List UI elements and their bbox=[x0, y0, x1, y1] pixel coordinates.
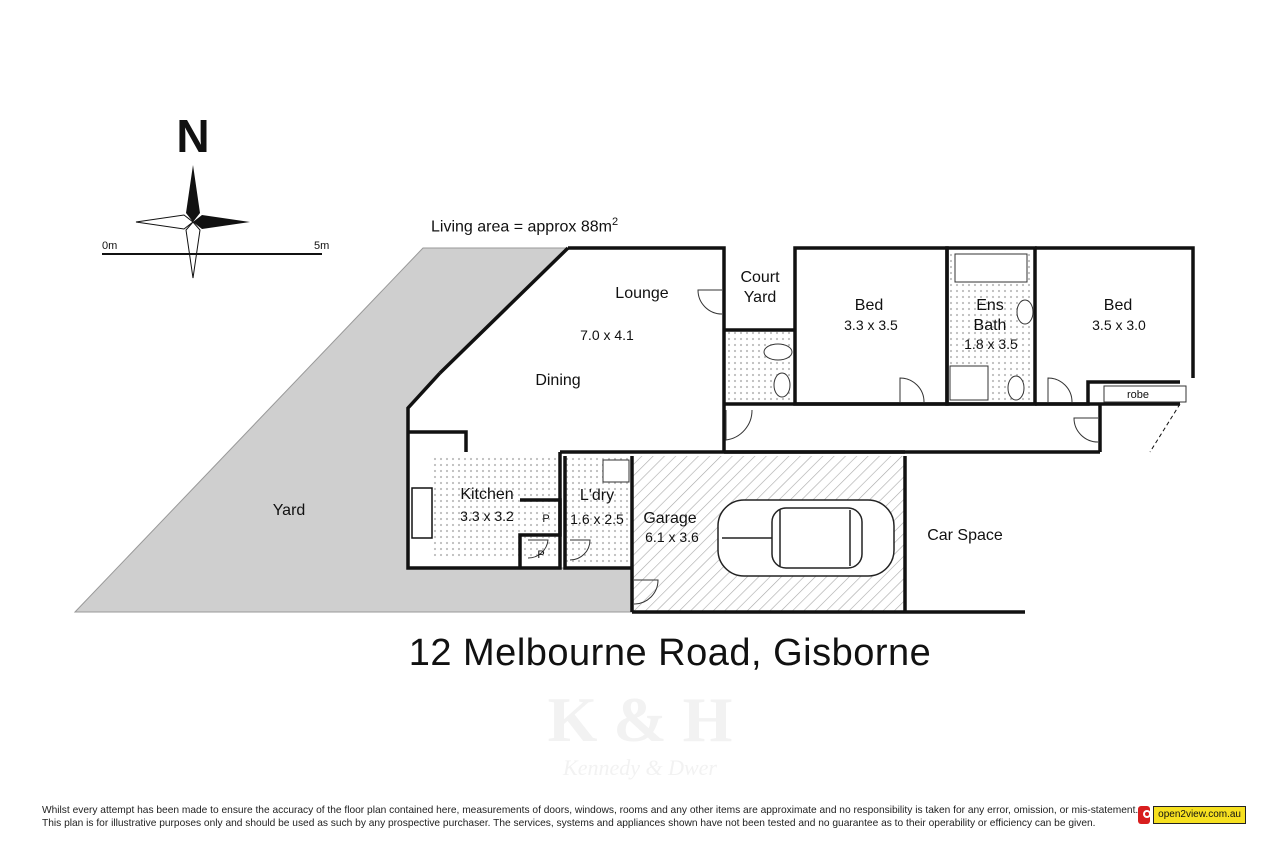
living-area-text: Living area = approx 88m bbox=[431, 218, 612, 236]
disclaimer-line2: This plan is for illustrative purposes o… bbox=[42, 818, 1096, 829]
court-yard-label-line2: Yard bbox=[744, 289, 777, 306]
scale-start-label: 0m bbox=[102, 240, 117, 252]
agency-watermark-logo: K & H Kennedy & Dwer bbox=[540, 685, 740, 781]
court-yard-label-line1: Court bbox=[740, 269, 780, 286]
yard-label: Yard bbox=[273, 502, 306, 519]
laundry-dims: 1.6 x 2.5 bbox=[570, 511, 624, 527]
pantry1-label: P bbox=[542, 513, 549, 525]
pantry2-label: P bbox=[537, 549, 544, 561]
lounge-dims: 7.0 x 4.1 bbox=[580, 327, 634, 343]
open2view-logo-icon bbox=[1138, 806, 1152, 824]
walls bbox=[406, 246, 1195, 614]
bed2-label: Bed bbox=[1104, 297, 1132, 314]
lounge-label: Lounge bbox=[615, 285, 668, 302]
kitchen-dims: 3.3 x 3.2 bbox=[460, 508, 514, 524]
dining-label: Dining bbox=[535, 372, 580, 389]
disclaimer-line1: Whilst every attempt has been made to en… bbox=[42, 805, 1139, 816]
compass-rose-icon bbox=[102, 165, 322, 279]
laundry-label: L'dry bbox=[580, 487, 614, 504]
ens-bath-label-line2: Bath bbox=[974, 317, 1007, 334]
car-space-label: Car Space bbox=[927, 527, 1003, 544]
garage-dims: 6.1 x 3.6 bbox=[645, 529, 699, 545]
ens-bath-dims: 1.8 x 3.5 bbox=[964, 336, 1018, 352]
car-icon bbox=[717, 499, 895, 577]
fixtures bbox=[602, 253, 1187, 483]
ens-bath-label-line1: Ens bbox=[976, 297, 1004, 314]
garage-label: Garage bbox=[643, 510, 696, 527]
north-label: N bbox=[176, 110, 209, 162]
bed1-label: Bed bbox=[855, 297, 883, 314]
bed1-dims: 3.3 x 3.5 bbox=[844, 317, 898, 333]
bed2-dims: 3.5 x 3.0 bbox=[1092, 317, 1146, 333]
kitchen-label: Kitchen bbox=[460, 486, 513, 503]
disclaimer: Whilst every attempt has been made to en… bbox=[42, 804, 1139, 830]
living-area-superscript: 2 bbox=[612, 216, 619, 228]
open2view-badge-text: open2view.com.au bbox=[1153, 806, 1246, 824]
watermark-initials: K & H bbox=[547, 684, 733, 755]
property-address: 12 Melbourne Road, Gisborne bbox=[408, 632, 932, 674]
kitchen-tiles bbox=[432, 456, 558, 560]
door-swings bbox=[527, 289, 1099, 605]
watermark-agency: Kennedy & Dwer bbox=[563, 755, 717, 780]
scale-end-label: 5m bbox=[314, 240, 329, 252]
open2view-badge[interactable]: open2view.com.au bbox=[1138, 806, 1246, 824]
robe-label: robe bbox=[1127, 389, 1149, 401]
living-area-note: Living area = approx 88m2 bbox=[431, 216, 618, 236]
